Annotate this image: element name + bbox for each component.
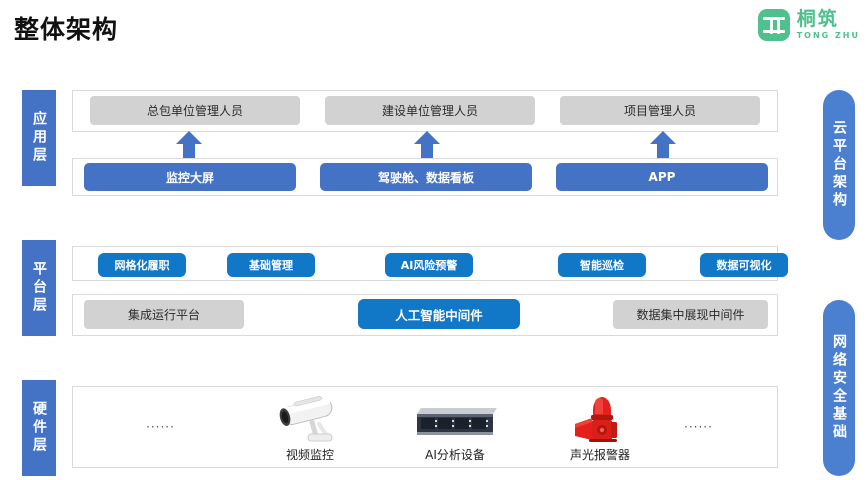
client-chip-app[interactable]: APP <box>556 163 768 191</box>
arrow-up-icon <box>414 131 440 162</box>
arrow-up-icon <box>650 131 676 162</box>
tongzhu-logo-icon <box>757 9 790 41</box>
capability-chip-grid-duty[interactable]: 网格化履职 <box>98 253 186 277</box>
middleware-chip-integrated-platform[interactable]: 集成运行平台 <box>84 300 244 329</box>
rack-server-icon <box>395 392 515 444</box>
cctv-camera-icon <box>250 392 370 444</box>
layer-tag-application: 应用层 <box>22 90 56 186</box>
capability-chip-basic-management[interactable]: 基础管理 <box>227 253 315 277</box>
hardware-leading-dots: ······ <box>146 420 175 434</box>
capability-chip-data-visualization[interactable]: 数据可视化 <box>700 253 788 277</box>
client-chip-monitoring-wall[interactable]: 监控大屏 <box>84 163 296 191</box>
capability-chip-ai-risk-warning[interactable]: AI风险预警 <box>385 253 473 277</box>
brand-name-en: TONG ZHU <box>796 31 860 40</box>
hardware-device-alarm[interactable]: 声光报警器 <box>540 392 660 463</box>
page-title: 整体架构 <box>14 15 119 44</box>
role-chip-project-management[interactable]: 项目管理人员 <box>560 96 760 125</box>
hardware-trailing-dots: ······ <box>684 420 713 434</box>
layer-tag-platform: 平台层 <box>22 240 56 336</box>
layer-tag-hardware: 硬件层 <box>22 380 56 476</box>
capability-chip-smart-inspection[interactable]: 智能巡检 <box>558 253 646 277</box>
brand-logo: 桐筑 TONG ZHU <box>757 9 860 41</box>
role-chip-general-contractor[interactable]: 总包单位管理人员 <box>90 96 300 125</box>
side-pill-network-security: 网络安全基础 <box>823 300 855 476</box>
hardware-device-camera[interactable]: 视频监控 <box>250 392 370 463</box>
sound-light-alarm-icon <box>540 392 660 444</box>
brand-name-cn: 桐筑 <box>796 8 839 30</box>
hardware-label-alarm: 声光报警器 <box>569 448 630 462</box>
arrow-up-icon <box>176 131 202 162</box>
client-chip-cockpit-dashboard[interactable]: 驾驶舱、数据看板 <box>320 163 532 191</box>
middleware-chip-data-display-middleware[interactable]: 数据集中展现中间件 <box>613 300 768 329</box>
side-pill-cloud-platform: 云平台架构 <box>823 90 855 240</box>
hardware-label-server: AI分析设备 <box>425 448 485 462</box>
brand-text: 桐筑 TONG ZHU <box>797 10 860 40</box>
middleware-chip-ai-middleware[interactable]: 人工智能中间件 <box>358 299 520 329</box>
hardware-label-camera: 视频监控 <box>285 448 334 462</box>
role-chip-construction-unit[interactable]: 建设单位管理人员 <box>325 96 535 125</box>
hardware-device-server[interactable]: AI分析设备 <box>395 392 515 463</box>
